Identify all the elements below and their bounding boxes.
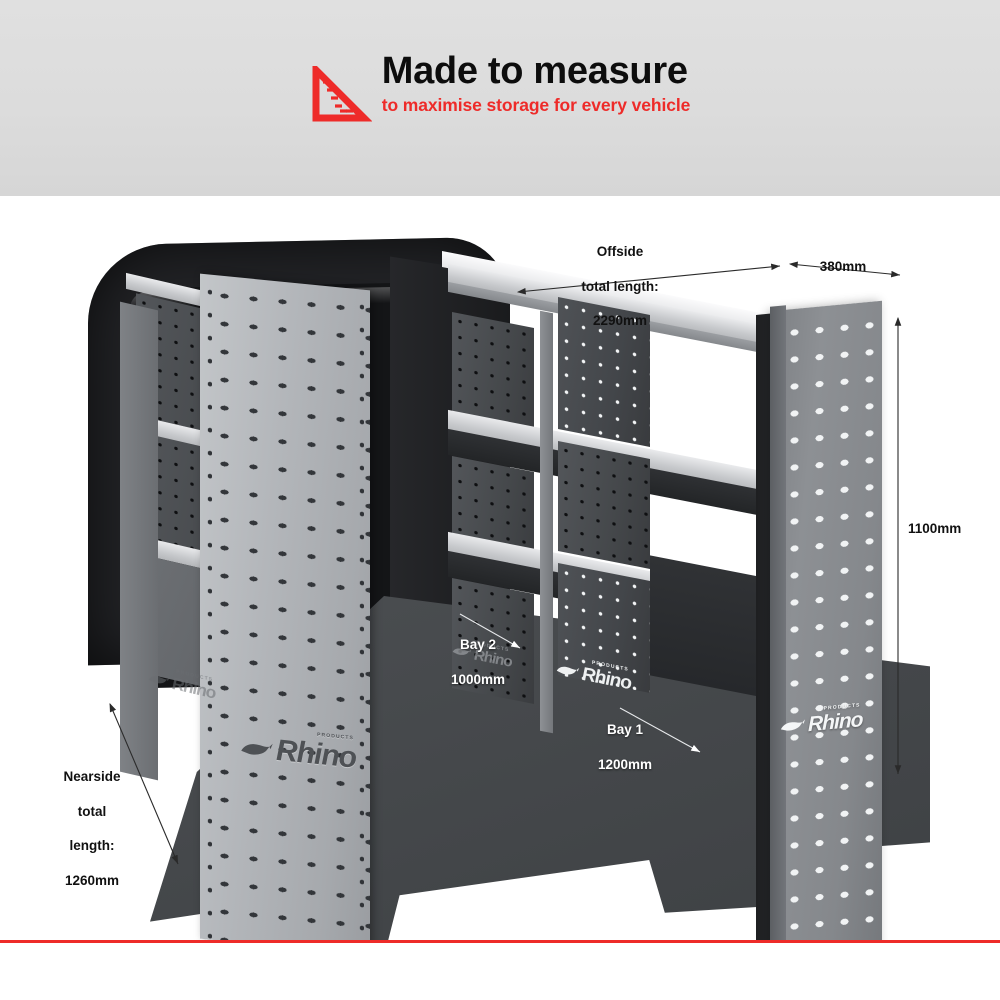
label-offside-total-length: Offside total length: 2290mm [581,244,659,329]
page-title: Made to measure [381,50,688,92]
header-banner: Made to measure to maximise storage for … [0,0,1000,196]
nearside-end-panel [200,273,370,940]
offside-end-panel-edge [770,305,786,940]
offside-divider-lower-right [558,563,650,693]
label-height: 1100mm [908,521,962,536]
offside-end-panel [770,300,882,940]
label-depth: 380mm [819,259,867,274]
offside-divider-middle-right [558,441,650,569]
footer [0,940,1000,1000]
label-bay-2: Bay 2 1000mm [450,637,506,687]
van-racking-illustration: Rhino PRODUCTS Rhino PRODUCTS [0,196,1000,940]
footer-accent-rule [0,940,1000,943]
nearside-rivet-column-right [356,288,364,940]
nearside-rear-upright [120,301,158,781]
label-nearside-total-length: Nearside total length: 1260mm [63,769,121,888]
set-square-ruler-icon [310,61,373,126]
page-subtitle: to maximise storage for every vehicle [381,94,691,115]
header-text-group: Made to measure to maximise storage for … [382,52,691,116]
header-content: Made to measure to maximise storage for … [0,52,1000,126]
label-bay-1: Bay 1 1200mm [597,722,653,772]
nearside-rivet-column-left [204,274,212,940]
